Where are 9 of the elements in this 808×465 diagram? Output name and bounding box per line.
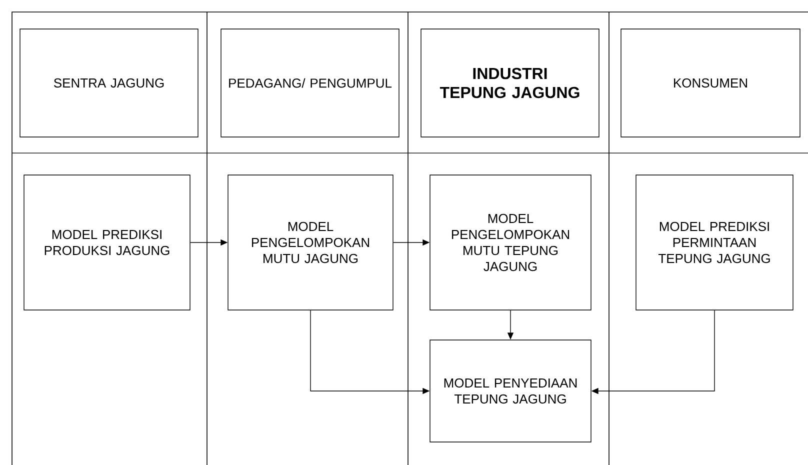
- model-box: MODEL PREDIKSI PERMINTAAN TEPUNG JAGUNG: [636, 174, 794, 310]
- model-box: MODEL PENGELOMPOKAN MUTU JAGUNG: [228, 174, 394, 310]
- header-box: KONSUMEN: [620, 28, 800, 138]
- model-box: MODEL PENGELOMPOKAN MUTU TEPUNG JAGUNG: [430, 174, 592, 310]
- header-box: PEDAGANG/ PENGUMPUL: [220, 28, 400, 138]
- model-box: MODEL PENYEDIAAN TEPUNG JAGUNG: [430, 340, 592, 442]
- header-box: SENTRA JAGUNG: [20, 28, 198, 138]
- header-box: INDUSTRI TEPUNG JAGUNG: [420, 28, 600, 138]
- model-box: MODEL PREDIKSI PRODUKSI JAGUNG: [24, 174, 190, 310]
